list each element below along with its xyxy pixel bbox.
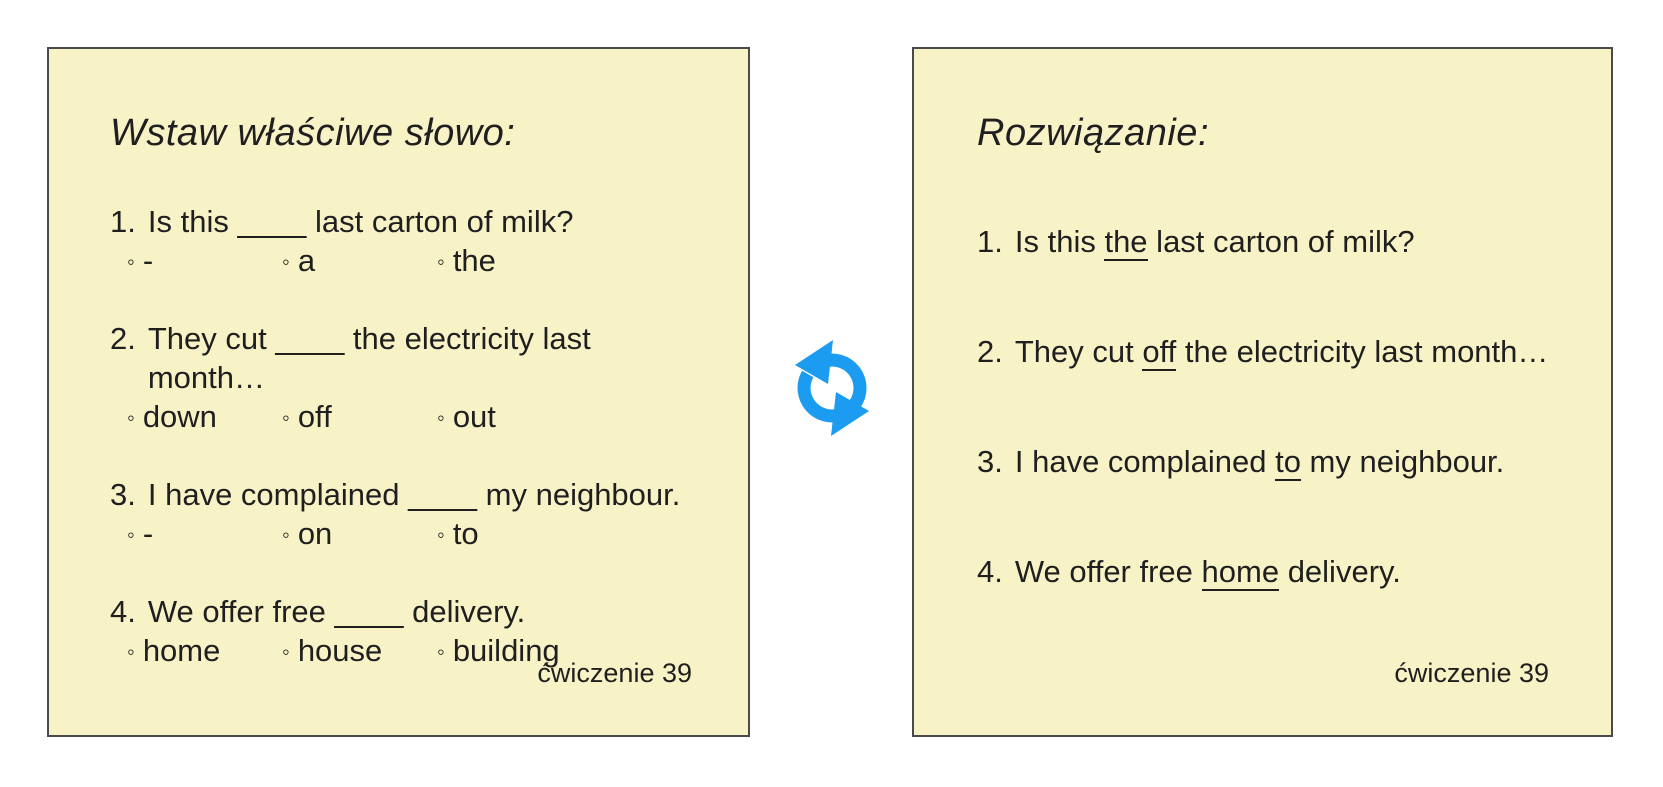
option-bullet-icon: ◦ bbox=[282, 249, 290, 274]
question-number: 2. bbox=[110, 321, 136, 356]
option-label: - bbox=[142, 243, 154, 278]
answer-text: I have complained to my neighbour. bbox=[1014, 444, 1505, 481]
option-bullet-icon: ◦ bbox=[437, 522, 445, 547]
question-number: 3. bbox=[110, 477, 136, 512]
answer-number: 1. bbox=[977, 224, 1003, 259]
option-label: house bbox=[297, 633, 383, 668]
options-row: ◦ home ◦ house ◦ building bbox=[127, 631, 692, 673]
option-choice[interactable]: ◦ house bbox=[282, 631, 437, 673]
option-bullet-icon: ◦ bbox=[127, 405, 135, 430]
option-label: - bbox=[142, 516, 154, 551]
answer-word: home bbox=[1201, 554, 1280, 591]
option-label: off bbox=[297, 399, 332, 434]
option-bullet-icon: ◦ bbox=[282, 639, 290, 664]
question-line: 4. We offer free ____ delivery. bbox=[110, 592, 692, 631]
exercise-title: Wstaw właściwe słowo: bbox=[110, 112, 516, 154]
option-bullet-icon: ◦ bbox=[437, 639, 445, 664]
answer-text: They cut off the electricity last month… bbox=[1014, 334, 1549, 371]
question-text: Is this ____ last carton of milk? bbox=[147, 204, 574, 239]
option-label: to bbox=[452, 516, 479, 551]
question-line: 1. Is this ____ last carton of milk? bbox=[110, 202, 692, 241]
question-block: 3. I have complained ____ my neighbour. … bbox=[110, 475, 692, 556]
answer-word: the bbox=[1104, 224, 1148, 261]
exercise-number-label: ćwiczenie 39 bbox=[1394, 658, 1549, 688]
exercise-card: Wstaw właściwe słowo: 1. Is this ____ la… bbox=[47, 47, 750, 737]
option-label: the bbox=[452, 243, 496, 278]
answer-number: 4. bbox=[977, 554, 1003, 589]
option-label: out bbox=[452, 399, 496, 434]
question-line: 3. I have complained ____ my neighbour. bbox=[110, 475, 692, 514]
answer-line: 3. I have complained to my neighbour. bbox=[977, 442, 1553, 481]
option-bullet-icon: ◦ bbox=[437, 249, 445, 274]
option-bullet-icon: ◦ bbox=[127, 639, 135, 664]
option-choice[interactable]: ◦ home bbox=[127, 631, 282, 673]
answer-text: Is this the last carton of milk? bbox=[1014, 224, 1415, 261]
option-label: on bbox=[297, 516, 333, 551]
question-block: 4. We offer free ____ delivery. ◦ home ◦ h… bbox=[110, 592, 692, 673]
option-bullet-icon: ◦ bbox=[437, 405, 445, 430]
exercise-number-label: ćwiczenie 39 bbox=[537, 658, 692, 688]
answer-number: 3. bbox=[977, 444, 1003, 479]
question-number: 1. bbox=[110, 204, 136, 239]
circular-arrows-refresh-icon bbox=[795, 340, 869, 436]
answer-word: off bbox=[1142, 334, 1177, 371]
option-bullet-icon: ◦ bbox=[127, 522, 135, 547]
options-row: ◦- ◦on ◦to bbox=[127, 514, 692, 556]
question-text: They cut ____ the electricity last month… bbox=[147, 321, 591, 395]
option-choice[interactable]: ◦a bbox=[282, 241, 437, 283]
option-bullet-icon: ◦ bbox=[282, 405, 290, 430]
option-choice[interactable]: ◦- bbox=[127, 514, 282, 556]
option-choice[interactable]: ◦ down bbox=[127, 397, 282, 439]
question-block: 2. They cut ____ the electricity last mo… bbox=[110, 319, 692, 439]
option-choice[interactable]: ◦ to bbox=[437, 514, 479, 556]
answer-line: 1. Is this the last carton of milk? bbox=[977, 222, 1553, 261]
option-choice[interactable]: ◦ building bbox=[437, 631, 560, 673]
question-text: We offer free ____ delivery. bbox=[147, 594, 526, 629]
flip-card-button[interactable] bbox=[787, 334, 877, 446]
solution-title: Rozwiązanie: bbox=[977, 112, 1209, 154]
answer-number: 2. bbox=[977, 334, 1003, 369]
option-label: a bbox=[297, 243, 316, 278]
answer-text: We offer free home delivery. bbox=[1014, 554, 1401, 591]
option-label: down bbox=[142, 399, 217, 434]
option-label: home bbox=[142, 633, 221, 668]
option-choice[interactable]: ◦ out bbox=[437, 397, 496, 439]
question-line: 2. They cut ____ the electricity last mo… bbox=[110, 319, 692, 397]
question-number: 4. bbox=[110, 594, 136, 629]
option-choice[interactable]: ◦ on bbox=[282, 514, 437, 556]
solution-card: Rozwiązanie: 1. Is this the last carton … bbox=[912, 47, 1613, 737]
option-label: building bbox=[452, 633, 560, 668]
options-row: ◦ down ◦ off ◦ out bbox=[127, 397, 692, 439]
option-choice[interactable]: ◦ off bbox=[282, 397, 437, 439]
answer-line: 2. They cut off the electricity last mon… bbox=[977, 332, 1553, 371]
option-bullet-icon: ◦ bbox=[282, 522, 290, 547]
answer-line: 4. We offer free home delivery. bbox=[977, 552, 1553, 591]
option-bullet-icon: ◦ bbox=[127, 249, 135, 274]
question-text: I have complained ____ my neighbour. bbox=[147, 477, 681, 512]
options-row: ◦- ◦a ◦the bbox=[127, 241, 692, 283]
answer-word: to bbox=[1275, 444, 1301, 481]
option-choice[interactable]: ◦- bbox=[127, 241, 282, 283]
question-block: 1. Is this ____ last carton of milk? ◦- … bbox=[110, 202, 692, 283]
option-choice[interactable]: ◦ the bbox=[437, 241, 496, 283]
